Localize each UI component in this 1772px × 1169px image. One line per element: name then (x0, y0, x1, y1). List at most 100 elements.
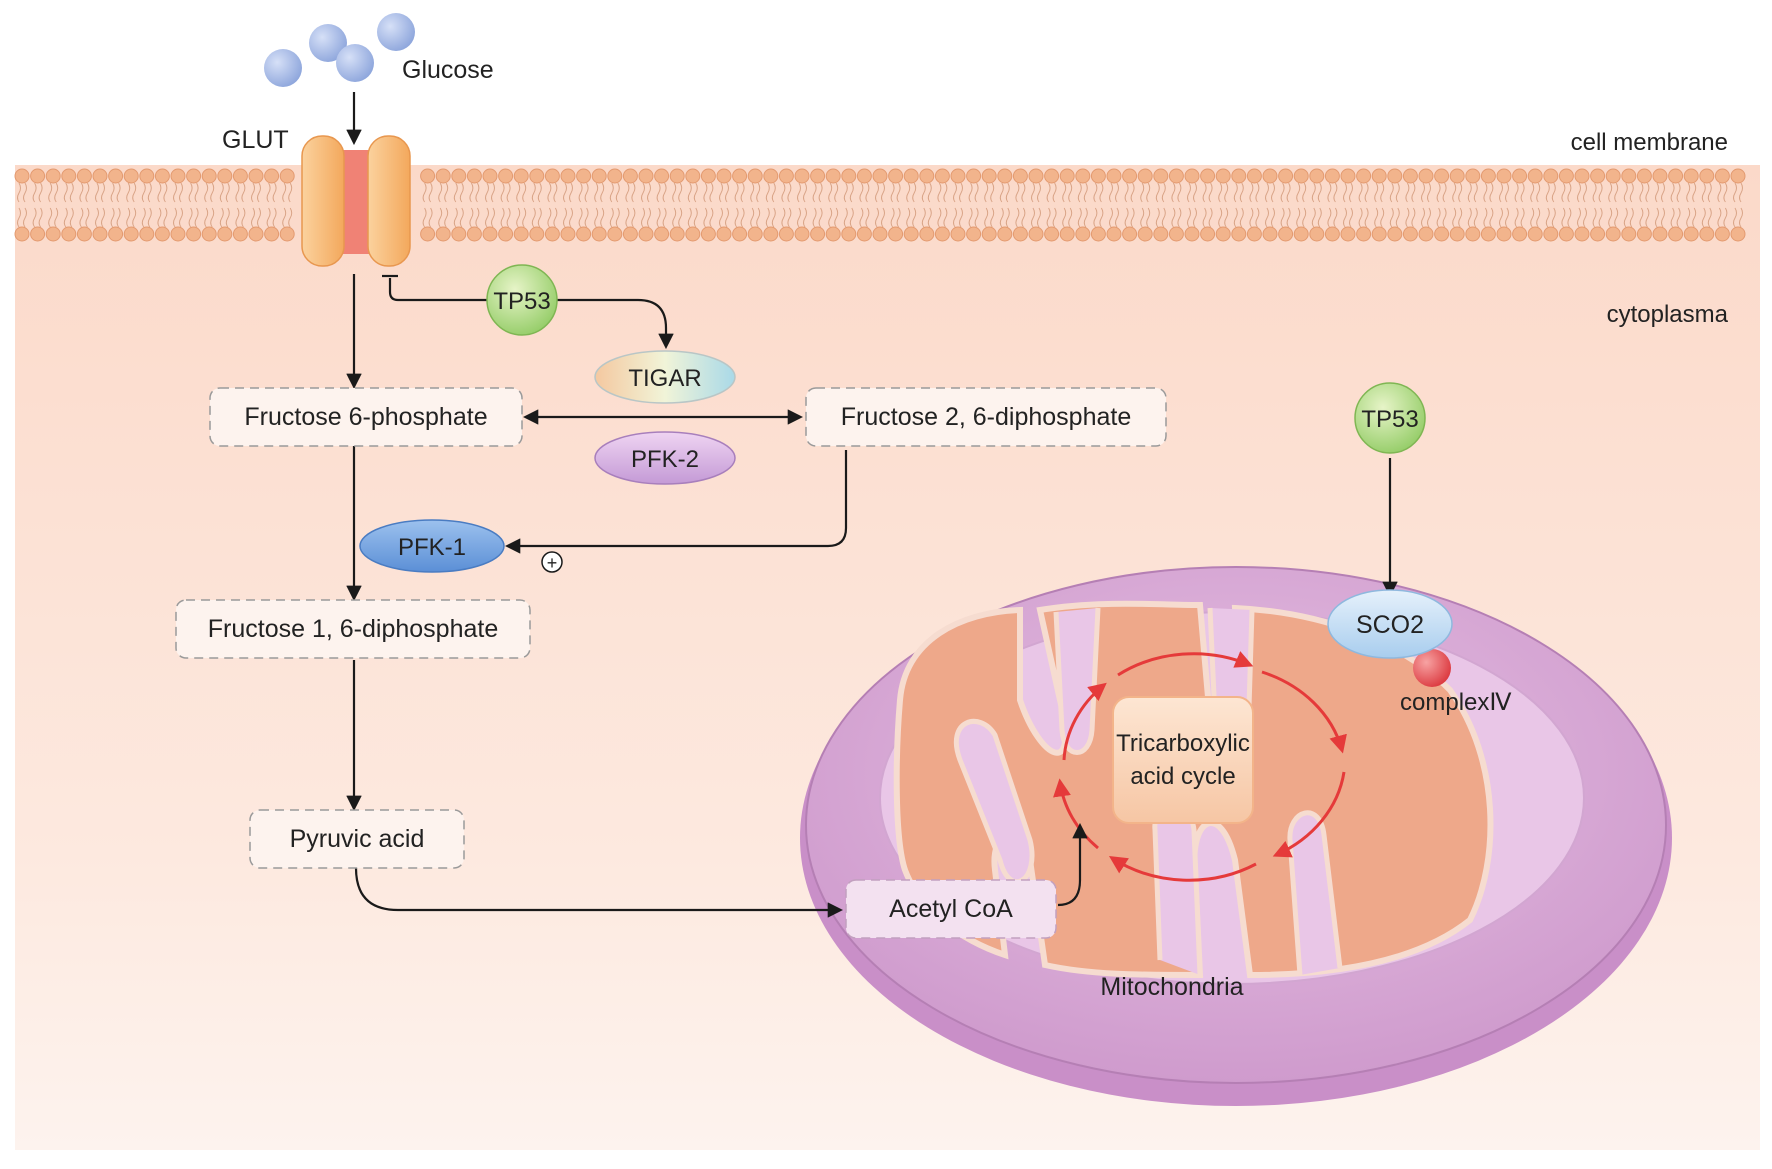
lipid-head (170, 168, 186, 184)
lipid-tail (771, 207, 776, 228)
lipid-head (950, 168, 966, 184)
lipid-head (1137, 226, 1153, 242)
pfk1-label: PFK-1 (398, 534, 466, 561)
lipid-tail (968, 207, 973, 228)
lipid-head (1075, 226, 1091, 242)
lipid-head (560, 226, 576, 242)
lipid-tail (912, 182, 917, 203)
lipid-tail (725, 207, 729, 228)
lipid-tail (1255, 182, 1260, 203)
lipid-tail (547, 182, 552, 203)
lipid-tail (890, 207, 895, 228)
lipid-tail (563, 182, 567, 203)
lipid-tail (787, 182, 792, 203)
lipid-head (1668, 226, 1684, 242)
lipid-head (264, 168, 280, 184)
lipid-tail (141, 207, 146, 228)
lipid-tail (1567, 207, 1572, 228)
lipid-tail (1161, 182, 1166, 203)
pfk2-node (594, 431, 736, 485)
lipid-head (607, 168, 623, 184)
tca-arrow-2 (1117, 651, 1254, 677)
lipid-head (123, 168, 139, 184)
glucose-molecules (264, 13, 415, 87)
lipid-tail (656, 207, 661, 228)
lipid-tail (1623, 182, 1628, 203)
lipid-head (1262, 168, 1278, 184)
lipid-tail (188, 207, 193, 228)
lipid-head (1106, 168, 1122, 184)
lipid-head (1512, 226, 1528, 242)
lipid-tail (999, 182, 1004, 203)
lipid-head (1683, 226, 1699, 242)
lipid-tail (1489, 207, 1494, 228)
lipid-head (498, 226, 514, 242)
lipid-tail (1701, 182, 1706, 203)
lipid-tail (1614, 207, 1619, 228)
lipid-tail (438, 182, 443, 203)
lipid-tail (725, 182, 729, 203)
lipid-head (1543, 226, 1559, 242)
lipid-head (1590, 168, 1606, 184)
pfk1-node (359, 519, 505, 573)
lipid-tail (272, 207, 277, 228)
lipid-tail (1171, 207, 1176, 228)
lipid-tail (578, 207, 583, 228)
lipid-tail (241, 207, 246, 228)
lipid-tail (444, 182, 449, 203)
lipid-tail (1083, 182, 1088, 203)
glut-subunit-right (367, 135, 411, 267)
lipid-head (201, 226, 217, 242)
lipid-tail (54, 207, 59, 228)
fructose-1-6-diphosphate-label: Fructose 1, 6-diphosphate (208, 615, 498, 643)
lipid-tail (1015, 182, 1020, 203)
lipid-head (997, 168, 1013, 184)
lipid-tail (1467, 182, 1472, 203)
tp53-label-right: TP53 (1361, 406, 1418, 433)
lipid-tail (1130, 207, 1135, 228)
lipid-tail (984, 207, 989, 228)
lipid-tail (719, 207, 723, 228)
lipid-tail (828, 182, 833, 203)
lipid-tail (1161, 207, 1166, 228)
complex-iv-label: complexⅣ (1400, 689, 1512, 716)
lipid-head (1574, 226, 1590, 242)
lipid-head (14, 168, 30, 184)
lipid-head (1590, 226, 1606, 242)
lipid-tail (1567, 182, 1572, 203)
lipid-tail (881, 207, 885, 228)
lipid-head (1340, 226, 1356, 242)
crista-4 (1152, 803, 1203, 976)
lipid-tail (734, 182, 739, 203)
activation-sign-icon (541, 551, 563, 573)
lipid-tail (625, 207, 630, 228)
lipid-head (1480, 226, 1496, 242)
lipid-tail (1093, 182, 1098, 203)
lipid-tail (959, 182, 963, 203)
lipid-tail (1005, 182, 1010, 203)
lipid-head (1278, 226, 1294, 242)
lipid-tail (63, 182, 68, 203)
acetyl-coa-label: Acetyl CoA (889, 895, 1013, 923)
lipid-tail (999, 207, 1004, 228)
lipid-tail (235, 207, 240, 228)
lipid-head (232, 168, 248, 184)
lipid-head (576, 168, 592, 184)
lipid-tail (1233, 182, 1238, 203)
pyruvic-acid-label: Pyruvic acid (290, 825, 425, 853)
lipid-head (810, 226, 826, 242)
lipid-head (654, 226, 670, 242)
lipid-head (1293, 226, 1309, 242)
lipid-head (794, 168, 810, 184)
lipid-head (1075, 168, 1091, 184)
lipid-tail (818, 207, 823, 228)
lipid-head (1059, 168, 1075, 184)
lipid-tail (943, 207, 948, 228)
lipid-tail (1733, 182, 1737, 203)
lipid-tail (225, 182, 230, 203)
lipid-tail (1239, 207, 1244, 228)
lipid-tail (1739, 182, 1743, 203)
lipid-head (279, 168, 295, 184)
lipid-tail (921, 182, 926, 203)
tca-arrow-3 (1261, 670, 1347, 754)
